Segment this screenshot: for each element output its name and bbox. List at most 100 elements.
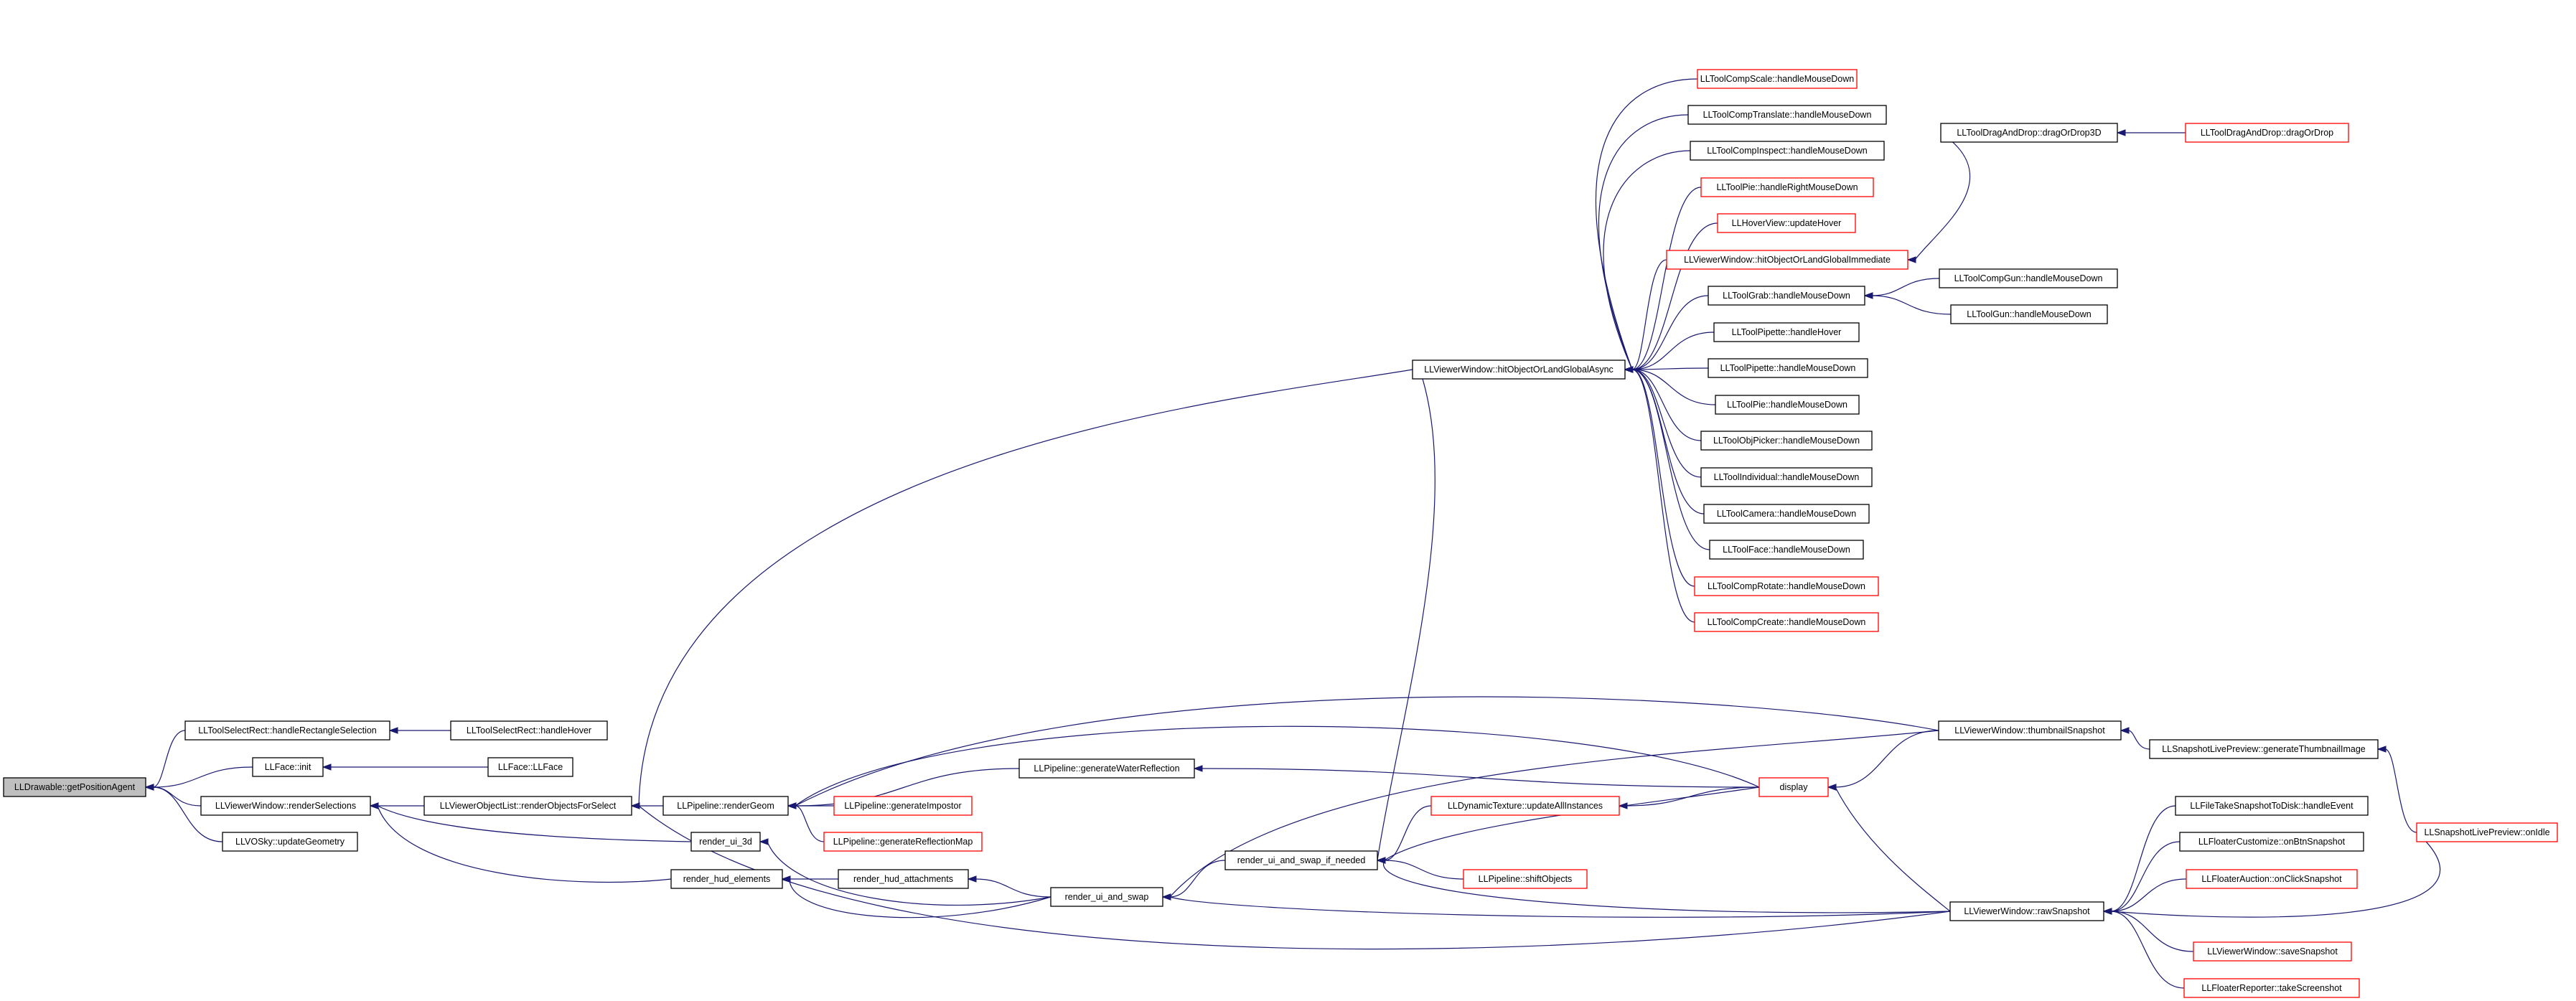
edge-arrowhead: [2376, 746, 2387, 753]
graph-node-n3[interactable]: LLFace::init: [252, 757, 324, 777]
edge-arrowhead: [781, 875, 791, 883]
graph-node-n47[interactable]: LLFloaterAuction::onClickSnapshot: [2186, 869, 2358, 889]
graph-node-n42[interactable]: LLSnapshotLivePreview::generateThumbnail…: [2149, 739, 2379, 759]
edge-n36-to-n34: [781, 875, 1052, 918]
edge-line: [1631, 187, 1702, 370]
graph-node-n30[interactable]: LLPipeline::generateWaterReflection: [1018, 758, 1195, 779]
edge-n44-to-n36: [1161, 893, 1951, 918]
edge-line: [377, 805, 692, 842]
graph-node-n38[interactable]: LLDynamicTexture::updateAllInstances: [1430, 796, 1620, 816]
edge-n26-to-n25: [2116, 129, 2186, 136]
node-box: [2416, 822, 2558, 842]
node-label: LLToolPie::handleMouseDown: [1727, 400, 1847, 410]
node-label: LLFace::LLFace: [498, 762, 563, 772]
edge-n9-to-n8: [1595, 78, 1698, 373]
graph-node-n31[interactable]: LLPipeline::generateImpostor: [833, 796, 973, 816]
edge-n24-to-n8: [1624, 366, 1695, 623]
graph-node-n26[interactable]: LLToolDragAndDrop::dragOrDrop: [2185, 123, 2349, 143]
graph-node-n7[interactable]: LLVOSky::updateGeometry: [222, 832, 358, 852]
graph-node-n23[interactable]: LLToolCompRotate::handleMouseDown: [1694, 576, 1879, 596]
graph-node-n5[interactable]: LLViewerWindow::renderSelections: [200, 796, 371, 816]
graph-node-n27[interactable]: LLToolCompGun::handleMouseDown: [1939, 268, 2118, 288]
graph-node-n8[interactable]: LLViewerWindow::hitObjectOrLandGlobalAsy…: [1412, 359, 1626, 380]
graph-node-n19[interactable]: LLToolObjPicker::handleMouseDown: [1700, 431, 1873, 451]
graph-node-n4[interactable]: LLFace::LLFace: [487, 757, 573, 777]
node-label: LLPipeline::renderGeom: [677, 801, 774, 811]
graph-node-n40[interactable]: display: [1758, 777, 1829, 797]
edge-n28-to-n15: [1863, 292, 1952, 315]
edge-n8-to-n6: [630, 369, 1413, 809]
graph-node-n32[interactable]: LLPipeline::generateReflectionMap: [823, 832, 983, 852]
graph-node-n6[interactable]: LLViewerObjectList::renderObjectsForSele…: [423, 796, 632, 816]
graph-node-n37[interactable]: render_ui_and_swap_if_needed: [1224, 850, 1378, 870]
edge-n23-to-n8: [1624, 366, 1695, 587]
graph-node-n15[interactable]: LLToolGrab::handleMouseDown: [1708, 286, 1865, 306]
node-box: [1949, 901, 2104, 921]
graph-node-n12[interactable]: LLToolPie::handleRightMouseDown: [1700, 177, 1874, 197]
node-label: LLToolCompGun::handleMouseDown: [1954, 273, 2103, 283]
graph-node-n34[interactable]: render_hud_elements: [670, 869, 783, 889]
graph-node-n22[interactable]: LLToolFace::handleMouseDown: [1709, 540, 1864, 560]
edge-line: [638, 369, 1413, 807]
node-label: render_ui_and_swap_if_needed: [1237, 855, 1366, 865]
graph-node-n28[interactable]: LLToolGun::handleMouseDown: [1950, 304, 2108, 324]
graph-node-n9[interactable]: LLToolCompScale::handleMouseDown: [1697, 69, 1858, 89]
graph-node-n16[interactable]: LLToolPipette::handleHover: [1713, 322, 1860, 342]
edge-n43-to-n42: [2376, 746, 2417, 833]
graph-node-n33[interactable]: render_ui_3d: [690, 832, 761, 852]
graph-node-n49[interactable]: LLFloaterReporter::takeScreenshot: [2183, 978, 2360, 998]
edge-line: [1631, 369, 1705, 514]
node-label: render_ui_3d: [699, 837, 752, 847]
graph-node-n13[interactable]: LLHoverView::updateHover: [1717, 213, 1856, 233]
graph-node-n36[interactable]: render_ui_and_swap: [1050, 887, 1163, 907]
edge-arrowhead: [2120, 727, 2130, 734]
node-box: [1703, 504, 1870, 524]
graph-node-n48[interactable]: LLViewerWindow::saveSnapshot: [2193, 941, 2352, 962]
graph-node-n24[interactable]: LLToolCompCreate::handleMouseDown: [1694, 612, 1879, 632]
node-label: LLToolCamera::handleMouseDown: [1717, 509, 1856, 519]
edge-n20-to-n8: [1624, 366, 1702, 478]
edge-arrowhead: [388, 727, 398, 734]
graph-node-n14[interactable]: LLViewerWindow::hitObjectOrLandGlobalImm…: [1666, 250, 1908, 270]
graph-node-n10[interactable]: LLToolCompTranslate::handleMouseDown: [1687, 105, 1887, 125]
graph-node-n25[interactable]: LLToolDragAndDrop::dragOrDrop3D: [1940, 123, 2118, 143]
graph-node-n18[interactable]: LLToolPie::handleMouseDown: [1715, 395, 1860, 415]
graph-node-n41[interactable]: LLViewerWindow::thumbnailSnapshot: [1938, 720, 2122, 741]
graph-node-n2[interactable]: LLToolSelectRect::handleHover: [450, 720, 608, 741]
edge-line: [1631, 369, 1695, 587]
node-label: LLDynamicTexture::updateAllInstances: [1448, 801, 1603, 811]
edge-line: [152, 730, 186, 788]
node-box: [1687, 105, 1887, 125]
node-label: render_ui_and_swap: [1065, 892, 1149, 902]
edge-n47-to-n44: [2102, 878, 2187, 915]
edge-n44-to-n6: [630, 802, 1951, 950]
node-box: [1666, 250, 1908, 270]
graph-node-n45[interactable]: LLFileTakeSnapshotToDisk::handleEvent: [2175, 796, 2369, 816]
node-box: [1939, 268, 2118, 288]
graph-node-n17[interactable]: LLToolPipette::handleMouseDown: [1708, 358, 1868, 378]
node-box: [1940, 123, 2118, 143]
graph-node-n35[interactable]: render_hud_attachments: [838, 869, 969, 889]
edge-n18-to-n8: [1624, 366, 1716, 405]
edge-arrowhead: [1827, 784, 1837, 791]
graph-node-n29[interactable]: LLPipeline::renderGeom: [662, 796, 789, 816]
graph-node-n39[interactable]: LLPipeline::shiftObjects: [1463, 869, 1588, 889]
node-label: LLPipeline::generateImpostor: [844, 801, 961, 811]
graph-node-n21[interactable]: LLToolCamera::handleMouseDown: [1703, 504, 1870, 524]
edge-arrowhead: [1618, 802, 1628, 809]
graph-node-n11[interactable]: LLToolCompInspect::handleMouseDown: [1690, 141, 1885, 161]
node-label: LLPipeline::generateReflectionMap: [833, 837, 973, 847]
graph-node-n0[interactable]: LLDrawable::getPositionAgent: [3, 777, 146, 797]
edge-line: [2110, 878, 2187, 912]
graph-node-n43[interactable]: LLSnapshotLivePreview::onIdle: [2416, 822, 2558, 842]
node-label: LLSnapshotLivePreview::onIdle: [2424, 827, 2549, 837]
edge-line: [377, 805, 672, 883]
node-box: [423, 796, 632, 816]
graph-node-n1[interactable]: LLToolSelectRect::handleRectangleSelecti…: [184, 720, 390, 741]
graph-node-n20[interactable]: LLToolIndividual::handleMouseDown: [1700, 467, 1873, 487]
edge-line: [152, 766, 253, 788]
edge-n32-to-n29: [787, 802, 825, 842]
node-box: [2193, 941, 2352, 962]
graph-node-n46[interactable]: LLFloaterCustomize::onBtnSnapshot: [2179, 832, 2364, 852]
graph-node-n44[interactable]: LLViewerWindow::rawSnapshot: [1949, 901, 2104, 921]
